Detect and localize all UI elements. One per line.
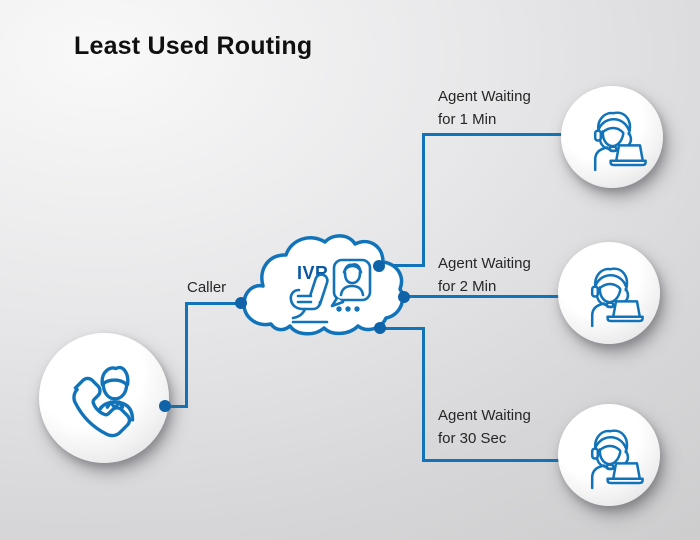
dot-cloud-top-right xyxy=(373,260,385,272)
connector-caller-horizontal xyxy=(164,405,188,408)
connector-agent1-stub xyxy=(379,264,425,267)
agent3-label: Agent Waiting for 30 Sec xyxy=(438,404,531,450)
agent1-label-line1: Agent Waiting xyxy=(438,88,531,105)
agent2-label-line1: Agent Waiting xyxy=(438,255,531,272)
connector-agent3-horizontal xyxy=(422,459,560,462)
connector-agent1-horizontal xyxy=(422,133,562,136)
dot-cloud-left xyxy=(235,297,247,309)
agent-headset-laptop-icon xyxy=(590,267,644,328)
agent3-node xyxy=(558,404,660,506)
agent1-node xyxy=(561,86,663,188)
operator-with-speech-bubble-icon: IVR xyxy=(242,234,405,336)
connector-caller-to-cloud xyxy=(185,302,242,305)
agent1-label: Agent Waiting for 1 Min xyxy=(438,85,531,131)
agent1-label-line2: for 1 Min xyxy=(438,111,497,128)
agent-headset-laptop-icon xyxy=(590,429,644,490)
agent2-label: Agent Waiting for 2 Min xyxy=(438,252,531,298)
page-title: Least Used Routing xyxy=(74,32,313,60)
connector-agent2-horizontal xyxy=(402,295,560,298)
agent-headset-laptop-icon xyxy=(593,111,647,172)
person-with-phone-icon xyxy=(72,365,135,438)
typing-dots-icon xyxy=(336,306,360,312)
dot-caller-edge xyxy=(159,400,171,412)
connector-agent3-vertical xyxy=(422,327,425,462)
connector-agent3-stub xyxy=(379,327,425,330)
agent3-label-line1: Agent Waiting xyxy=(438,407,531,424)
caller-label: Caller xyxy=(187,279,227,296)
ivr-cloud: IVR xyxy=(235,224,413,350)
connector-agent1-vertical xyxy=(422,133,425,267)
caller-node xyxy=(39,333,169,463)
dot-cloud-bottom-right xyxy=(374,322,386,334)
connector-caller-vertical xyxy=(185,302,188,408)
agent3-label-line2: for 30 Sec xyxy=(438,430,507,447)
agent2-node xyxy=(558,242,660,344)
agent2-label-line2: for 2 Min xyxy=(438,278,497,295)
dot-cloud-mid-right xyxy=(398,291,410,303)
